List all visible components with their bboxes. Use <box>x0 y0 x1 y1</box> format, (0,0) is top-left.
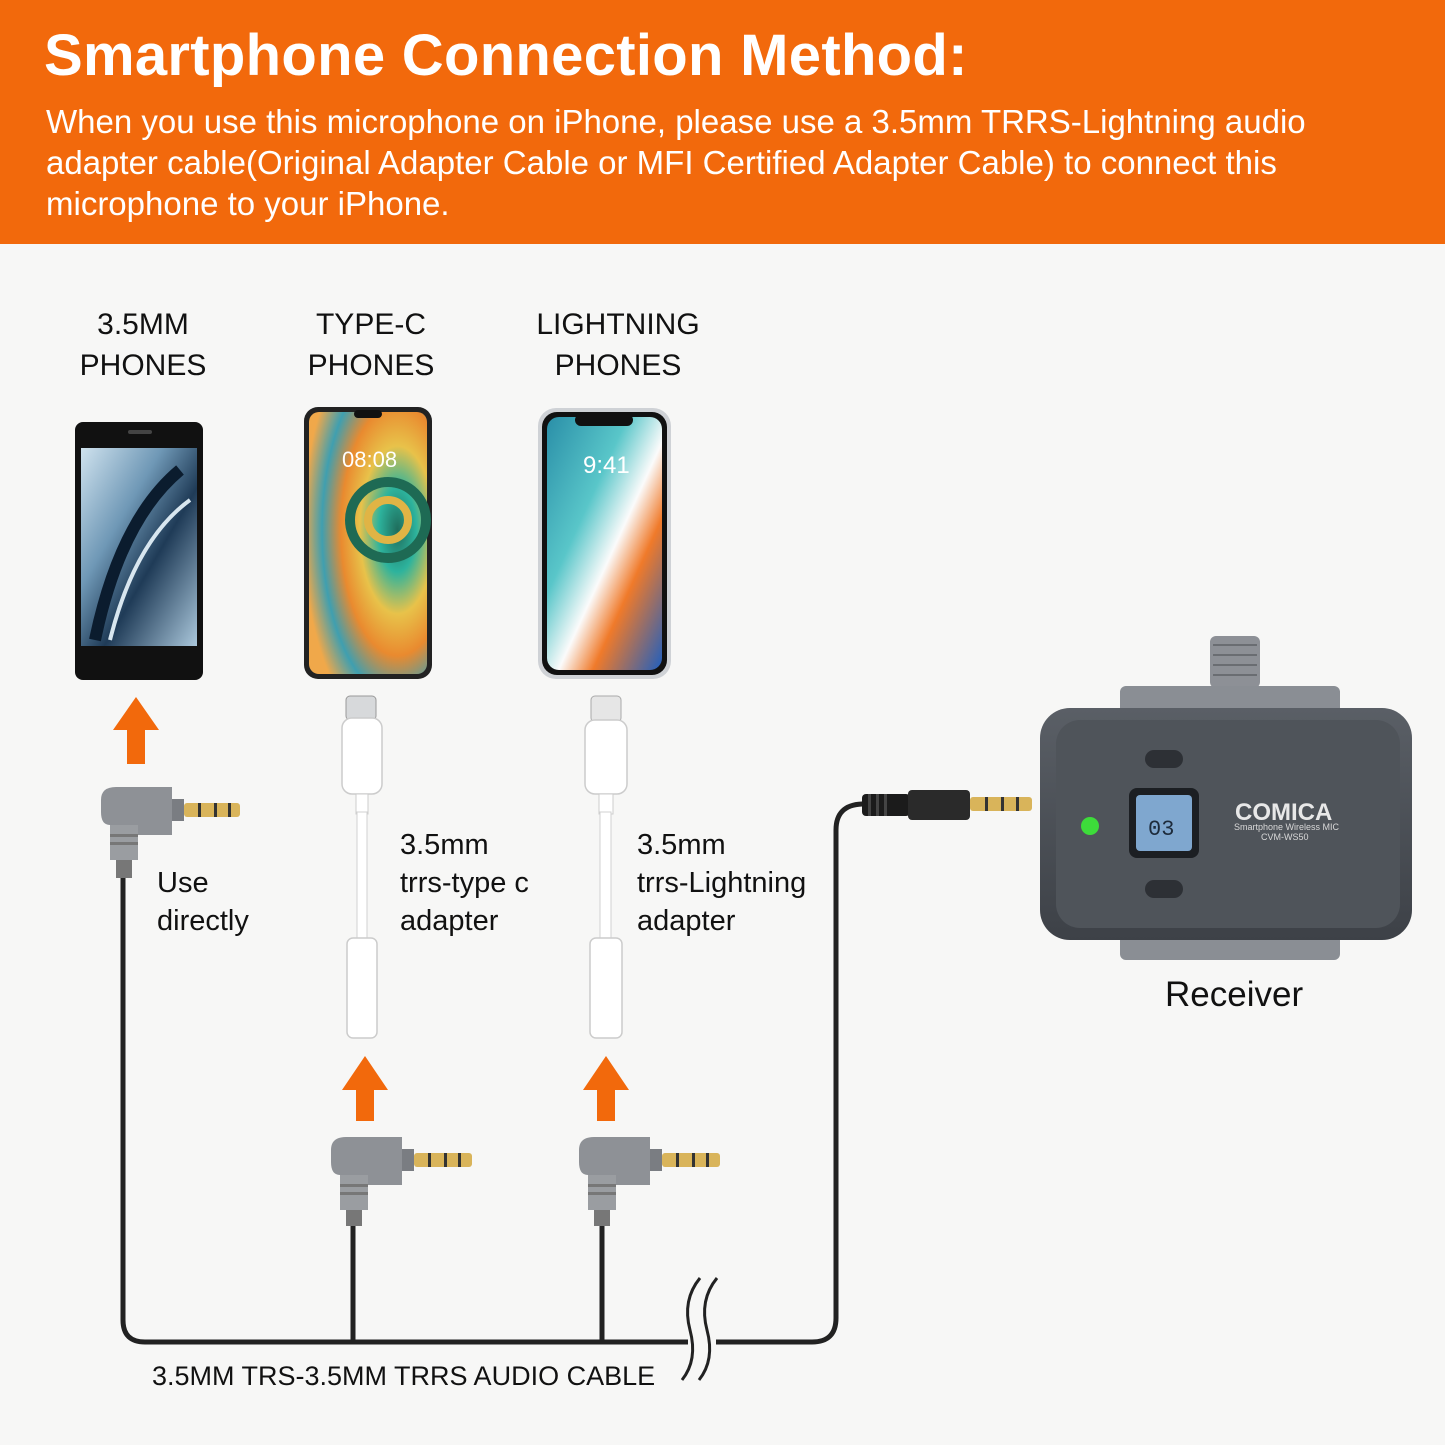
cable-break-icon <box>680 1276 719 1381</box>
brand-logo: COMICA <box>1235 799 1332 826</box>
straight-plug-icon <box>862 790 1032 820</box>
audio-cable <box>120 801 865 1345</box>
heading-type-c-phones: TYPE-C PHONES <box>261 304 481 386</box>
heading-line2: PHONES <box>79 349 207 382</box>
cable-label: 3.5MM TRS-3.5MM TRRS AUDIO CABLE <box>152 1361 656 1391</box>
header-banner: Smartphone Connection Method: When you u… <box>0 0 1445 244</box>
arrow-up-icon <box>342 1056 388 1121</box>
note-lightning-adapter: 3.5mm trrs-Lightning adapter <box>637 826 806 940</box>
page-title: Smartphone Connection Method: <box>44 23 968 88</box>
arrow-up-icon <box>113 697 159 764</box>
type-c-adapter-icon <box>341 695 383 1039</box>
note-line2: trrs-Lightning <box>637 867 807 899</box>
note-line2: trrs-type c <box>400 867 529 899</box>
header-description: When you use this microphone on iPhone, … <box>46 103 1306 222</box>
heading-line2: PHONES <box>307 349 435 382</box>
heading-lightning-phones: LIGHTNING PHONES <box>508 304 728 386</box>
android-phone-icon <box>75 422 203 680</box>
receiver-label: Receiver <box>1165 975 1304 1014</box>
receiver-device: 03 COMICA Smartphone Wireless MIC CVM-WS… <box>1040 636 1412 960</box>
heading-3-5mm-phones: 3.5MM PHONES <box>33 304 253 386</box>
note-line3: adapter <box>637 905 736 937</box>
arrow-up-icon <box>583 1056 629 1121</box>
right-angle-plug-icon <box>579 1137 720 1226</box>
model-line2: CVM-WS50 <box>1261 832 1309 842</box>
model-line1: Smartphone Wireless MIC <box>1234 822 1340 832</box>
lightning-adapter-icon <box>584 695 628 1039</box>
heading-line1: LIGHTNING <box>536 308 700 341</box>
note-use-directly: Use directly <box>157 864 249 940</box>
power-led <box>1081 817 1099 835</box>
heading-line2: PHONES <box>554 349 682 382</box>
note-line1: 3.5mm <box>637 829 726 861</box>
screen-time-iphone: 9:41 <box>583 452 630 479</box>
screen-time-type-c: 08:08 <box>342 447 397 472</box>
iphone-icon: 9:41 <box>538 408 671 679</box>
note-line2: directly <box>157 905 249 937</box>
right-angle-plug-icon <box>331 1137 472 1226</box>
receiver-display-channel: 03 <box>1148 817 1174 842</box>
connection-diagram: 08:08 9:41 <box>75 407 1412 1381</box>
type-c-phone-icon: 08:08 <box>304 407 432 679</box>
heading-line1: TYPE-C <box>315 308 426 341</box>
right-angle-plug-icon <box>101 787 240 878</box>
note-line1: Use <box>157 867 209 899</box>
note-line1: 3.5mm <box>400 829 489 861</box>
note-type-c-adapter: 3.5mm trrs-type c adapter <box>400 826 529 940</box>
heading-line1: 3.5MM <box>97 308 189 341</box>
note-line3: adapter <box>400 905 499 937</box>
